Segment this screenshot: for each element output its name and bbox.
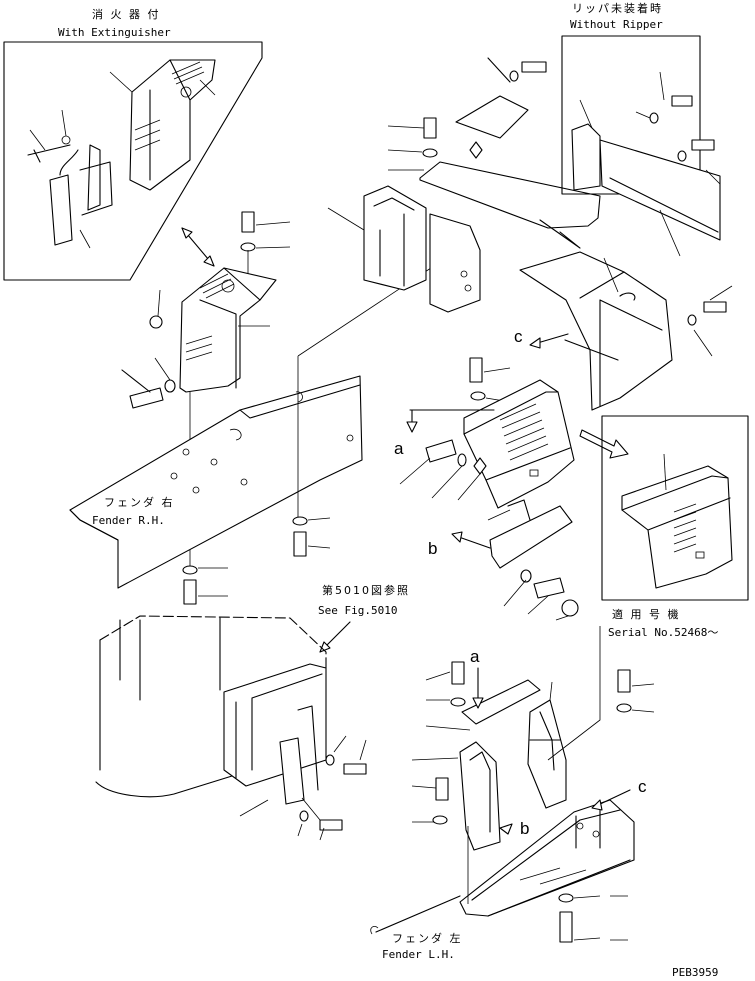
- rh-cover-part: [179, 267, 277, 393]
- ripper-inset: リッパ未装着時 Without Ripper: [561, 1, 701, 195]
- see-fig-en-label: See Fig.5010: [318, 604, 397, 617]
- engine-reference: 第5010図参照 See Fig.5010: [95, 583, 410, 841]
- callout-b-lower: b: [520, 819, 529, 838]
- callout-c-upper: c: [514, 327, 523, 346]
- callout-c-lower: c: [638, 777, 647, 796]
- serial-arrow: [579, 429, 629, 459]
- extinguisher-inset-frame: [3, 41, 263, 281]
- middle-cover-assembly: [399, 357, 579, 621]
- callout-a-lower: a: [470, 647, 480, 666]
- serial-inset: 適 用 号 機 Serial No.52468～: [601, 415, 749, 639]
- extinguisher-cover-part: [129, 59, 216, 191]
- ripper-en-label: Without Ripper: [570, 18, 663, 31]
- extinguisher-bottle-part: [49, 174, 73, 246]
- fender-lh-part: c フェンダ 左 Fender L.H.: [370, 669, 655, 961]
- serial-en-label: Serial No.52468～: [608, 626, 718, 639]
- callout-b-middle: b: [428, 539, 437, 558]
- fender-lh-en-label: Fender L.H.: [382, 948, 455, 961]
- ripper-plate-part: [599, 139, 721, 241]
- fender-rh-jp-label: フェンダ 右: [104, 495, 175, 509]
- callout-a-middle: a: [394, 439, 404, 458]
- serial-jp-label: 適 用 号 機: [612, 607, 681, 621]
- ripper-jp-label: リッパ未装着時: [572, 1, 663, 15]
- lh-bracket-assembly: a b: [411, 626, 601, 851]
- fender-rh-en-label: Fender R.H.: [92, 514, 165, 527]
- fender-rh-part: フェンダ 右 Fender R.H.: [69, 375, 363, 589]
- top-frame-assembly: [327, 57, 601, 313]
- drawing-number: PEB3959: [672, 966, 718, 979]
- serial-inset-frame: [601, 415, 749, 601]
- fender-lh-jp-label: フェンダ 左: [392, 931, 463, 945]
- swap-double-arrow: [181, 227, 215, 267]
- extinguisher-jp-label: 消 火 器 付: [92, 7, 161, 21]
- extinguisher-inset: 消 火 器 付 With Extinguisher: [3, 7, 263, 281]
- see-fig-jp-label: 第5010図参照: [322, 583, 410, 597]
- extinguisher-en-label: With Extinguisher: [58, 26, 171, 39]
- rh-cover-assembly: [121, 211, 291, 572]
- rh-upper-cover-part: [519, 251, 733, 411]
